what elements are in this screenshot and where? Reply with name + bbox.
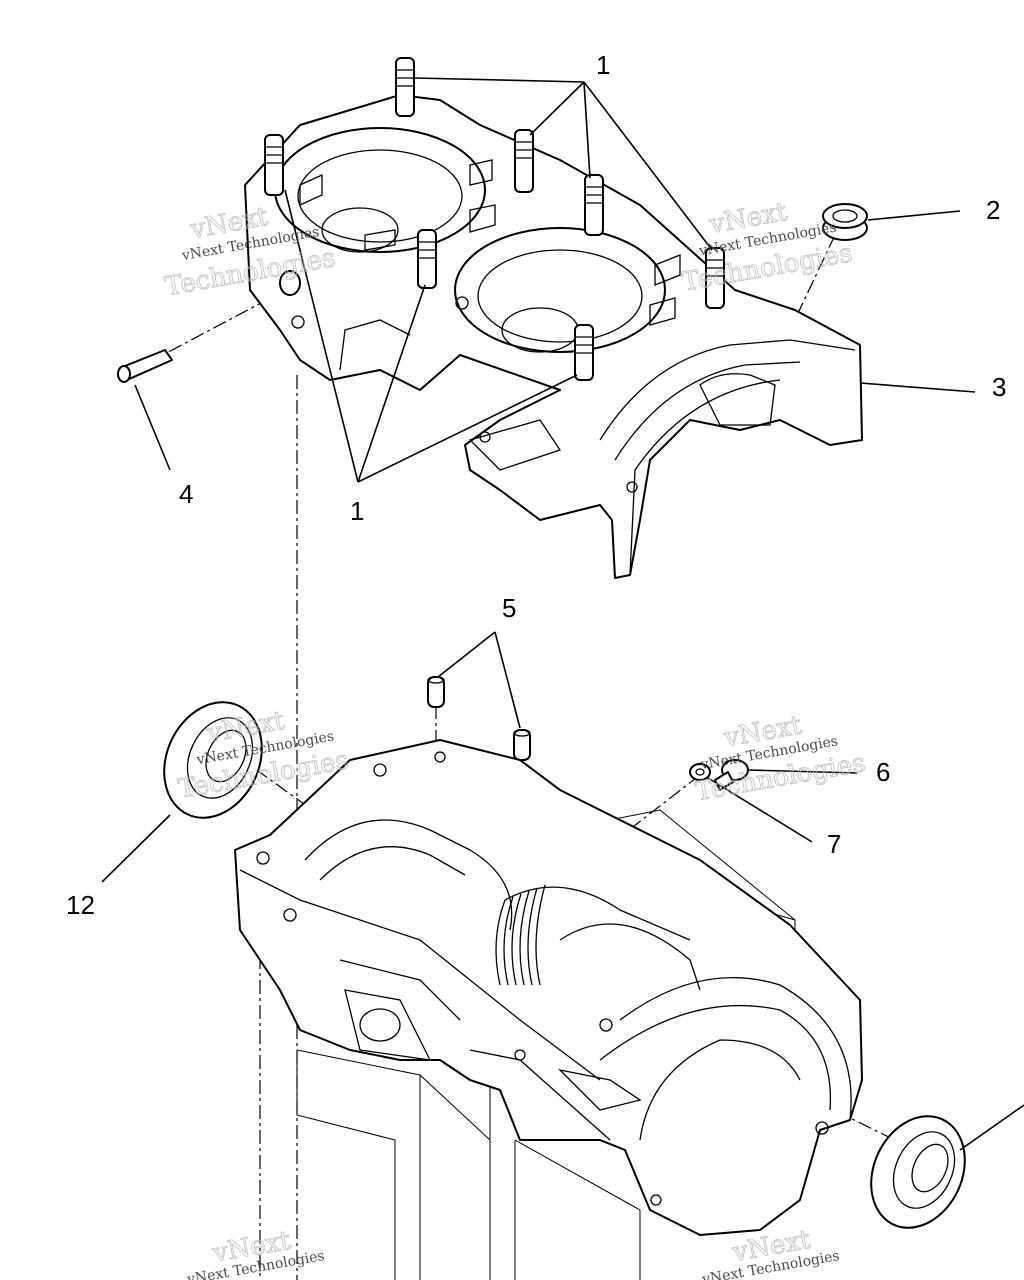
watermark-5: vNext vNext Technologies (185, 1225, 326, 1280)
upper-crankcase (244, 94, 863, 579)
stud (514, 129, 534, 193)
watermark-2: vNext vNext Technologies Technologies (679, 196, 855, 298)
callout-12: 12 (66, 890, 95, 920)
cylinder-studs (264, 57, 725, 381)
stud (264, 134, 284, 196)
stud (417, 229, 437, 289)
stud (574, 324, 594, 381)
stud (395, 57, 415, 117)
callout-7: 7 (827, 829, 841, 859)
seal-ribs (495, 884, 546, 986)
dowel-pin-part (117, 349, 173, 383)
stud (705, 247, 725, 309)
watermark-4: vNext vNext Technologies Technologies (692, 710, 868, 808)
washer-part (689, 763, 711, 781)
callout-1-bottom: 1 (350, 496, 364, 526)
watermark-3: vNext vNext Technologies Technologies (176, 705, 352, 805)
callout-1-top: 1 (596, 50, 610, 80)
callout-5: 5 (502, 593, 516, 623)
leader-lines (101, 77, 1024, 1151)
oil-seal-right (870, 1115, 966, 1229)
plug-part (822, 203, 868, 241)
lower-crankcase (234, 739, 863, 1236)
callout-3: 3 (992, 372, 1006, 402)
callout-6: 6 (876, 757, 890, 787)
oil-seal-left (163, 701, 263, 819)
dowel-pins-part (427, 676, 531, 761)
stud (584, 174, 604, 236)
callout-4: 4 (179, 479, 193, 509)
callout-2: 2 (986, 195, 1000, 225)
